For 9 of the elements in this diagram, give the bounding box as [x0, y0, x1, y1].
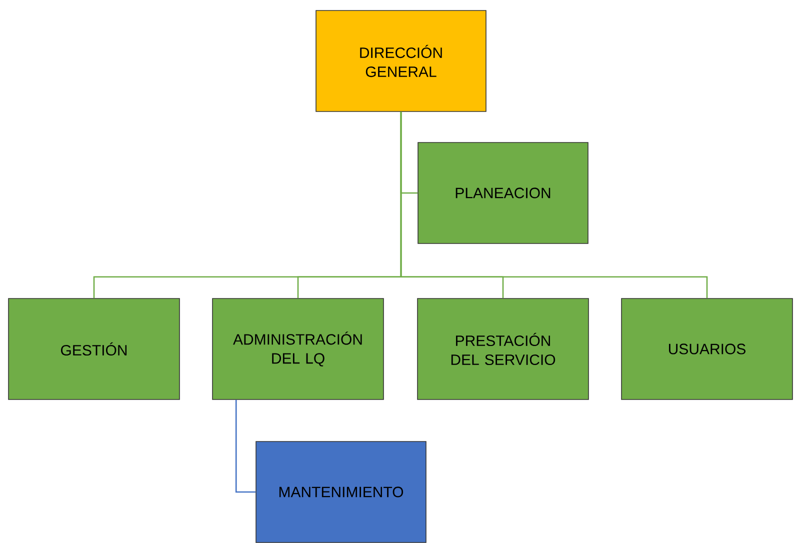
- org-box: ADMINISTRACIÓN DEL LQ: [212, 298, 384, 400]
- connector-line: [235, 400, 256, 493]
- org-box: USUARIOS: [621, 298, 793, 400]
- connector-line: [400, 112, 708, 298]
- org-box: PLANEACION: [418, 142, 588, 244]
- org-box: PRESTACIÓN DEL SERVICIO: [417, 298, 589, 400]
- org-box: DIRECCIÓN GENERAL: [316, 10, 486, 112]
- org-box: MANTENIMIENTO: [256, 441, 426, 543]
- org-box: GESTIÓN: [8, 298, 180, 400]
